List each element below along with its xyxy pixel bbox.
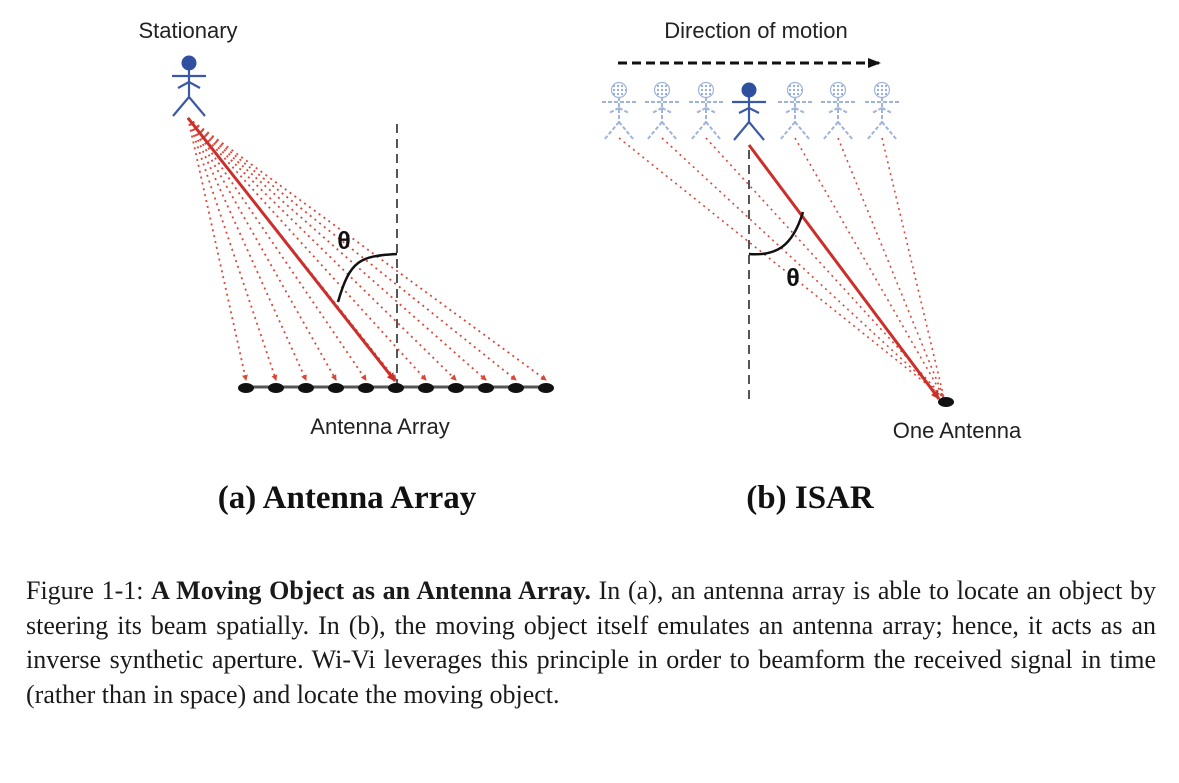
ray-b: [618, 137, 945, 399]
ray-a: [187, 117, 457, 381]
leg-right: [748, 121, 765, 141]
panel-b: Direction of motion θ One Antenna (b) IS…: [602, 18, 1022, 516]
current-person-icon: [732, 82, 766, 141]
panel-a: Stationary θ Antenna Array (a) Antenna A…: [138, 18, 554, 516]
antenna-elements: [238, 383, 554, 393]
caption-prefix: Figure 1-1:: [26, 576, 152, 605]
steering-arrow: [186, 117, 397, 382]
antenna-element: [508, 383, 524, 393]
antenna-element: [238, 383, 254, 393]
ray-b: [794, 137, 945, 399]
ray-b: [661, 137, 945, 399]
leg-right: [618, 121, 635, 141]
ghost-person-icon: [865, 81, 899, 141]
ray-a: [187, 117, 427, 381]
antenna-element: [328, 383, 344, 393]
leg-left: [603, 121, 620, 141]
antenna-element: [388, 383, 404, 393]
hand-right: [618, 107, 630, 114]
hand-left: [695, 107, 707, 114]
ray-a: [187, 117, 278, 381]
head: [829, 81, 847, 99]
single-antenna: [938, 397, 954, 407]
ray-a: [187, 117, 307, 381]
hand-right: [881, 107, 893, 114]
direction-of-motion-label: Direction of motion: [664, 18, 847, 43]
hand-right: [748, 107, 760, 114]
head: [741, 82, 757, 98]
one-antenna-label: One Antenna: [893, 418, 1022, 443]
ghost-person-icon: [821, 81, 855, 141]
angle-arc-a: [336, 252, 398, 303]
ray-a: [187, 117, 248, 381]
hand-left: [738, 107, 750, 114]
ray-a: [187, 117, 547, 381]
hand-right: [661, 107, 673, 114]
ray-b: [881, 137, 945, 399]
hand-left: [827, 107, 839, 114]
head: [697, 81, 715, 99]
antenna-element: [448, 383, 464, 393]
leg-right: [661, 121, 678, 141]
stationary-person-icon: [172, 55, 206, 117]
leg-left: [690, 121, 707, 141]
moving-person-positions: [602, 81, 899, 141]
ghost-person-icon: [645, 81, 679, 141]
antenna-element: [298, 383, 314, 393]
caption-body: In (a), an antenna array is able to loca…: [26, 576, 1156, 709]
hand-left: [608, 107, 620, 114]
figure-caption: Figure 1-1: A Moving Object as an Antenn…: [26, 574, 1156, 712]
ray-b: [837, 137, 945, 399]
leg-left: [646, 121, 663, 141]
ghost-person-icon: [778, 81, 812, 141]
ghost-person-icon: [602, 81, 636, 141]
leg-left: [733, 121, 750, 141]
ghost-person-icon: [689, 81, 723, 141]
hand-left: [651, 107, 663, 114]
head: [873, 81, 891, 99]
leg-right: [794, 121, 811, 141]
subcaption-b: (b) ISAR: [746, 480, 875, 516]
ray-a: [187, 117, 517, 381]
hand-left: [871, 107, 883, 114]
leg-left: [822, 121, 839, 141]
antenna-array-label: Antenna Array: [310, 414, 449, 439]
leg-right: [837, 121, 854, 141]
ray-a: [187, 117, 337, 381]
hand-right: [837, 107, 849, 114]
antenna-element: [478, 383, 494, 393]
antenna-element: [418, 383, 434, 393]
angle-arc-b: [748, 211, 805, 256]
caption-title: A Moving Object as an Antenna Array.: [151, 576, 591, 605]
antenna-element: [358, 383, 374, 393]
leg-left: [779, 121, 796, 141]
figure-canvas: Stationary θ Antenna Array (a) Antenna A…: [138, 18, 1022, 516]
leg-right: [705, 121, 722, 141]
theta-label-a: θ: [337, 227, 351, 255]
antenna-element: [268, 383, 284, 393]
isar-arrow: [747, 144, 941, 400]
hand-right: [705, 107, 717, 114]
theta-label-b: θ: [786, 264, 800, 292]
head: [610, 81, 628, 99]
stationary-label: Stationary: [138, 18, 237, 43]
subcaption-a: (a) Antenna Array: [218, 480, 477, 516]
isar-rays: [618, 137, 945, 399]
leg-right: [881, 121, 898, 141]
leg-left: [866, 121, 883, 141]
antenna-element: [538, 383, 554, 393]
head: [786, 81, 804, 99]
head: [653, 81, 671, 99]
hand-left: [784, 107, 796, 114]
ray-a: [187, 117, 487, 381]
antenna-array-rays: [187, 117, 547, 381]
hand-right: [794, 107, 806, 114]
